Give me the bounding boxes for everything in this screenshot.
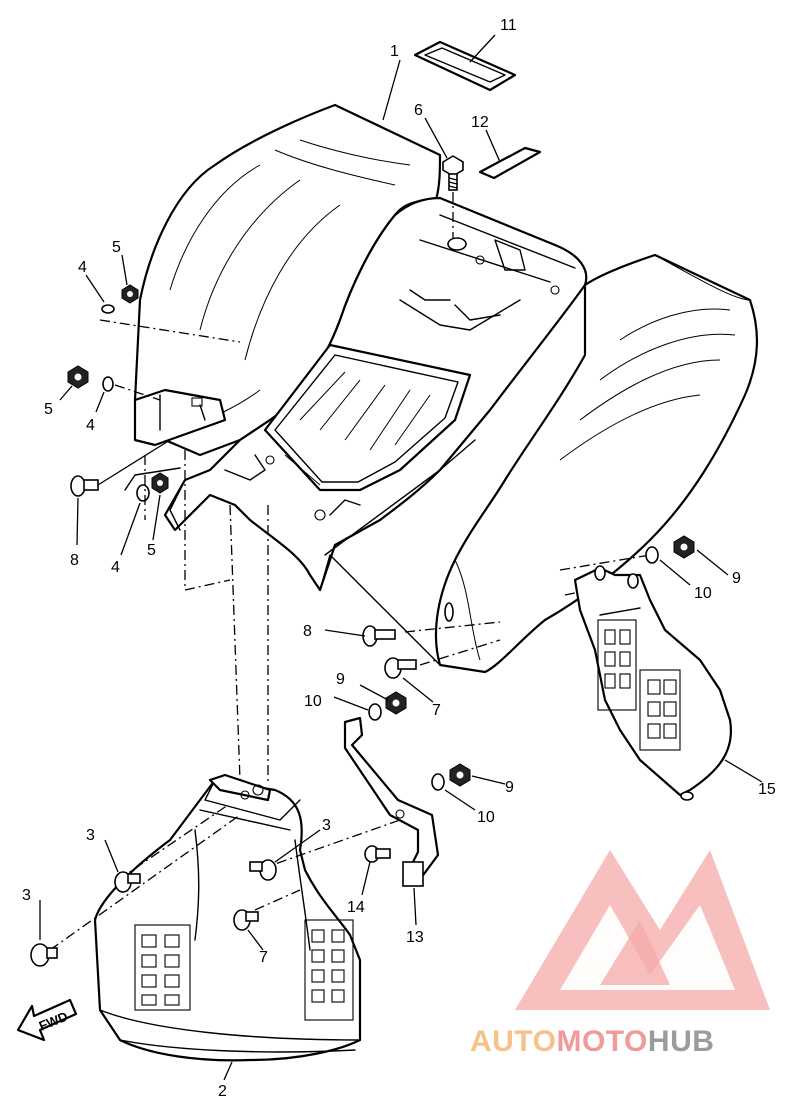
watermark-text: AUTOMOTOHUB (470, 1025, 714, 1058)
leader-lines (39, 34, 763, 1081)
watermark-auto: AUTO (470, 1025, 556, 1058)
callout-14: 14 (347, 899, 365, 916)
callout-4-mid: 4 (86, 417, 95, 434)
flap-part-15 (573, 565, 733, 801)
callout-10-top: 10 (694, 585, 712, 602)
screws-part-3 (30, 859, 277, 967)
callout-15: 15 (758, 781, 776, 798)
callout-11: 11 (500, 17, 517, 34)
callout-12: 12 (471, 114, 489, 131)
callout-9-top: 9 (732, 570, 741, 587)
svg-text:AUTOMOTOHUB: AUTOMOTOHUB (470, 1025, 714, 1058)
watermark-hub: HUB (648, 1025, 715, 1058)
callout-1: 1 (390, 43, 399, 60)
callout-8-right: 8 (303, 623, 312, 640)
callout-7-right: 7 (432, 702, 441, 719)
callout-5-top: 5 (112, 239, 121, 256)
callout-3-right: 3 (322, 817, 331, 834)
forward-direction-arrow: FWD (16, 998, 78, 1042)
bracket-part-13 (343, 716, 440, 887)
callout-3-left: 3 (86, 827, 95, 844)
watermark-logo-icon (515, 850, 770, 1010)
bolt-part-6 (442, 155, 467, 251)
callout-10-low: 10 (477, 809, 495, 826)
callout-5-low: 5 (147, 542, 156, 559)
callout-10-mid: 10 (304, 693, 322, 710)
label-part-12 (478, 146, 542, 180)
right-hardware-group (368, 535, 695, 791)
strap-part-11 (413, 40, 517, 92)
callout-8-left: 8 (70, 552, 79, 569)
lower-guard-part-2 (93, 773, 362, 1062)
screws-part-7 (233, 657, 417, 931)
callout-7-low: 7 (259, 949, 268, 966)
callout-13: 13 (406, 929, 424, 946)
rear-fender-part-1 (133, 103, 758, 674)
callout-6: 6 (414, 102, 423, 119)
alignment-lines (49, 504, 651, 951)
callout-4-top: 4 (78, 259, 87, 276)
callout-9-low: 9 (505, 779, 514, 796)
callout-4-low: 4 (111, 559, 120, 576)
bolt-part-8-right (362, 602, 454, 647)
callout-2: 2 (218, 1083, 227, 1100)
left-hardware-group (67, 284, 241, 591)
callout-numbers: 1 11 12 6 5 4 5 4 8 4 5 8 9 10 7 9 10 9 … (22, 17, 776, 1100)
callout-5-mid: 5 (44, 401, 53, 418)
callout-9-mid: 9 (336, 671, 345, 688)
watermark-moto: MOTO (556, 1025, 647, 1058)
callout-3-far: 3 (22, 887, 31, 904)
